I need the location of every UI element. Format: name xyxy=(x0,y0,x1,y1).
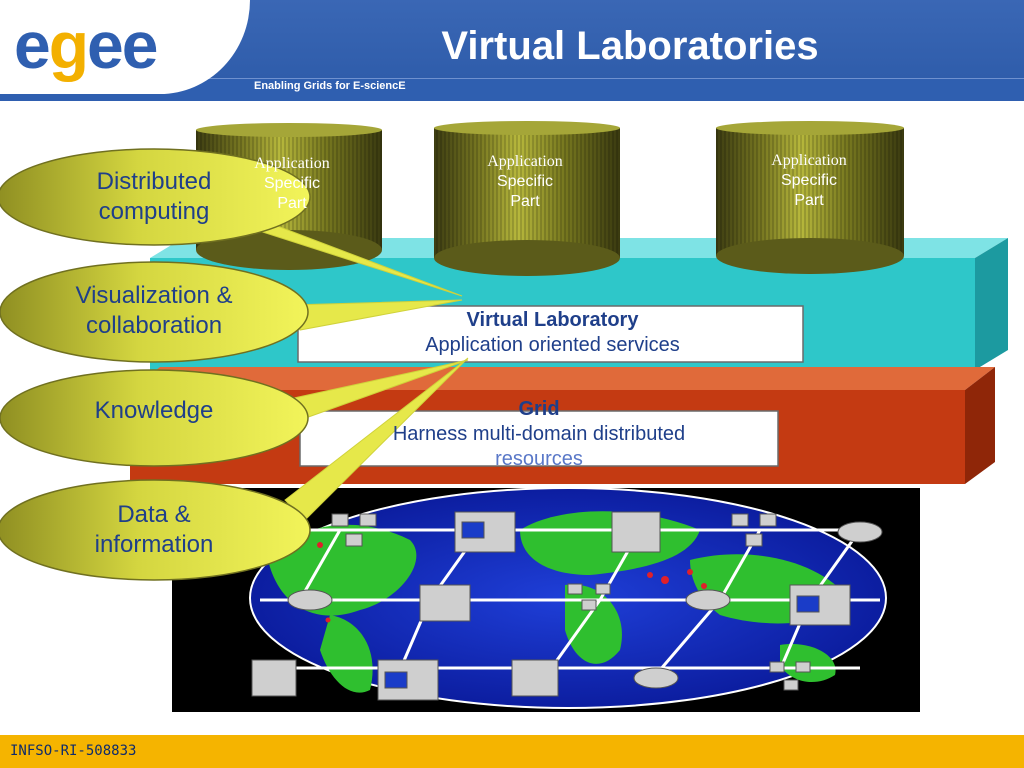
cylinder-1-label: Application Specific Part xyxy=(232,154,352,214)
bubble-3-label: Knowledge xyxy=(24,396,284,426)
grid-label: Grid Harness multi-domain distributed re… xyxy=(300,397,778,472)
cylinder-2-label: Application Specific Part xyxy=(465,152,585,212)
header-subbar xyxy=(0,78,1024,101)
cylinder-1-line3: Part xyxy=(277,195,307,212)
bubble-1-line1: Distributed xyxy=(96,168,212,195)
cylinder-3-line2: Specific xyxy=(780,172,838,189)
egee-logo: egee xyxy=(14,8,158,82)
bubble-4-line2: information xyxy=(94,531,214,558)
cylinder-2-line2: Specific xyxy=(496,173,554,190)
bubble-1-line2: computing xyxy=(98,198,210,225)
cylinder-2-line3: Part xyxy=(510,193,540,210)
bubble-2-line2: collaboration xyxy=(85,312,223,339)
grid-title: Grid xyxy=(518,398,560,420)
cylinder-2-line1: Application xyxy=(487,153,563,170)
footer-text: INFSO-RI-508833 xyxy=(10,743,137,759)
grid-subtitle: Harness multi-domain distributed xyxy=(392,423,686,445)
bubble-visualization xyxy=(0,261,309,363)
bubble-1-label: Distributed computing xyxy=(24,167,284,227)
tagline: Enabling Grids for E-sciencE xyxy=(254,80,406,92)
cylinder-3-line1: Application xyxy=(771,152,847,169)
cylinder-3 xyxy=(716,121,904,274)
virtual-lab-label-box xyxy=(297,305,804,363)
virtual-lab-title: Virtual Laboratory xyxy=(466,309,639,331)
logo-area: egee xyxy=(0,0,250,94)
bubble-4-label: Data & information xyxy=(24,500,284,560)
virtual-lab-subtitle: Application oriented services xyxy=(425,334,680,356)
bubble-distributed-computing xyxy=(0,148,311,246)
callout-pointers xyxy=(233,208,469,521)
cylinder-2 xyxy=(434,121,620,276)
grid-subtitle-2: resources xyxy=(495,448,583,470)
bubble-2-line1: Visualization & xyxy=(75,282,233,309)
slide-title: Virtual Laboratories xyxy=(441,24,819,68)
footer-bar: INFSO-RI-508833 xyxy=(0,735,1024,768)
bubble-4-line1: Data & xyxy=(117,501,191,528)
cylinder-3-line3: Part xyxy=(794,192,824,209)
bubble-knowledge xyxy=(0,369,309,467)
bubble-3-line1: Knowledge xyxy=(94,397,214,424)
cylinder-1-line1: Application xyxy=(254,155,330,172)
bubble-2-label: Visualization & collaboration xyxy=(24,281,284,341)
cylinder-1-line2: Specific xyxy=(263,175,321,192)
bubble-data-information xyxy=(0,479,311,581)
virtual-lab-label: Virtual Laboratory Application oriented … xyxy=(300,308,805,358)
cylinder-3-label: Application Specific Part xyxy=(749,151,869,211)
